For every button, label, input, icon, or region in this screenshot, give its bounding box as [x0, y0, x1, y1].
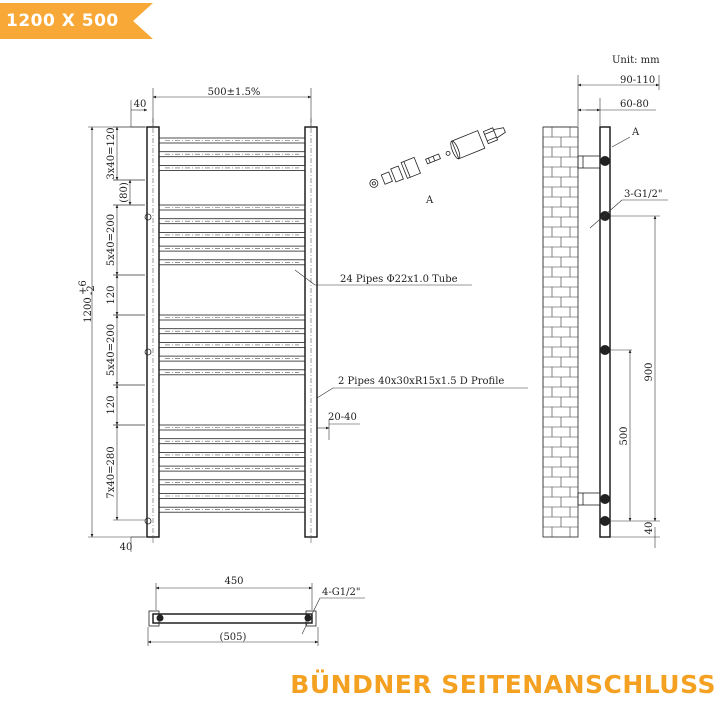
height-tolerance-lower: -2: [86, 285, 97, 295]
brick-pattern: [542, 126, 578, 537]
height-label: 1200: [83, 297, 94, 322]
valve-middle: [600, 345, 610, 355]
left-connector-upper: [144, 213, 152, 221]
tube: [158, 231, 306, 238]
tube: [158, 424, 306, 431]
detail-label: A: [425, 195, 434, 206]
tube: [158, 164, 306, 171]
size-badge: 1200 X 500 MM: [0, 3, 153, 39]
side-view: Unit: mm 90-110 60-80 A 3-G1/2" 900 500 …: [542, 55, 668, 548]
segment-label: (80): [119, 182, 130, 203]
tube: [158, 151, 306, 158]
bottom-profile: [152, 613, 313, 624]
pipes-callout: 24 Pipes Φ22x1.0 Tube: [340, 274, 458, 285]
segment-label: 5x40=200: [106, 324, 117, 376]
tube: [158, 218, 306, 225]
left-connector-middle: [144, 348, 152, 356]
tube: [158, 493, 306, 499]
tube: [158, 314, 306, 321]
bottom-thread-label: 4-G1/2": [322, 587, 360, 598]
bottom-offset-label: 40: [120, 542, 133, 553]
height-tolerance-upper: +6: [78, 280, 89, 295]
bottom-center-label: 450: [224, 576, 243, 587]
tube: [158, 355, 306, 362]
detail-a-fitting: [369, 127, 506, 188]
unit-label: Unit: mm: [612, 55, 660, 66]
profile-callout: 2 Pipes 40x30xR15x1.5 D Profile: [338, 376, 504, 387]
dim-40: 40: [644, 522, 655, 535]
bottom-view: 450 (505) 4-G1/2": [147, 576, 365, 646]
depth-outer-label: 90-110: [620, 75, 655, 86]
depth-inner-label: 60-80: [620, 99, 649, 110]
segment-label: 3x40=120: [106, 127, 117, 179]
left-connector-lower: [144, 517, 152, 525]
tube: [158, 479, 306, 486]
tube: [158, 341, 306, 348]
dim-900: 900: [644, 362, 655, 381]
tube: [158, 245, 306, 252]
segment-label: 120: [106, 285, 117, 304]
brick-wall: [542, 126, 579, 538]
valve-lower: [600, 516, 610, 526]
width-label: 500±1.5%: [208, 87, 261, 98]
segment-label: 7x40=280: [106, 446, 117, 498]
segment-label: 5x40=200: [106, 214, 117, 266]
valve-upper: [600, 211, 610, 221]
tube: [158, 451, 306, 458]
top-offset-label: 40: [134, 99, 147, 110]
product-title: BÜNDNER SEITENANSCHLUSS: [290, 670, 716, 699]
size-badge-label: 1200 X 500 MM: [6, 11, 119, 67]
wall-gap-label: 20-40: [328, 412, 357, 423]
side-profile: [599, 126, 611, 538]
tube: [158, 369, 306, 376]
tube: [158, 204, 306, 211]
tube: [158, 137, 306, 144]
thread-label: 3-G1/2": [624, 189, 662, 200]
tube: [158, 506, 306, 513]
tube: [158, 438, 306, 445]
front-view: 500±1.5% 40 40 1200 +6 -2 3x40=120(80)5x…: [78, 87, 528, 553]
dim-500: 500: [619, 426, 630, 445]
segment-label: 120: [106, 395, 117, 414]
segment-dimensions: 3x40=120(80)5x40=2001205x40=2001207x40=2…: [106, 126, 145, 521]
tube: [158, 465, 306, 472]
bottom-overall-label: (505): [220, 632, 247, 643]
horizontal-tubes: [158, 137, 306, 513]
tube: [158, 259, 306, 266]
detail-ref: A: [631, 127, 640, 138]
tube: [158, 328, 306, 335]
